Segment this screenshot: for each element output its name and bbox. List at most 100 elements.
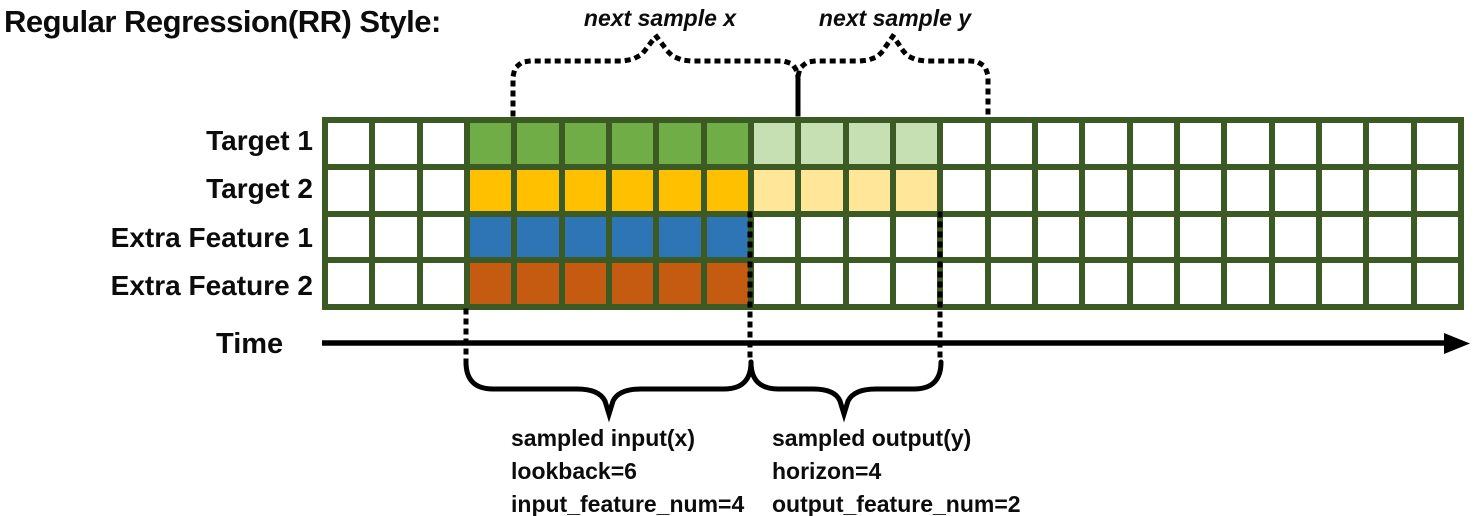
grid-cell — [1369, 169, 1411, 211]
grid-cell — [1321, 263, 1364, 304]
grid-cell — [564, 216, 606, 258]
grid-cell — [328, 169, 370, 211]
grid-cell — [753, 263, 796, 304]
grid-cell — [848, 216, 890, 258]
next-sample-x-label: next sample x — [583, 5, 737, 31]
row-label: Target 2 — [206, 173, 313, 205]
grid-cell — [1227, 263, 1269, 304]
grid-cell — [469, 123, 512, 164]
grid-cell — [517, 169, 559, 211]
grid-cell — [895, 216, 938, 258]
grid-cell — [990, 216, 1032, 258]
grid-cell — [753, 123, 796, 164]
grid-cell — [1416, 216, 1458, 258]
row-label: Target 1 — [206, 125, 313, 157]
grid-cell — [469, 216, 512, 258]
grid-cell — [1227, 123, 1269, 164]
sampled-input-caption: sampled input(x) lookback=6 input_featur… — [511, 422, 744, 516]
next-sample-y-brace — [795, 31, 991, 117]
grid-cell — [1321, 169, 1364, 211]
grid-cell — [375, 216, 417, 258]
grid-cell — [753, 216, 796, 258]
grid-cell — [1321, 216, 1364, 258]
grid-cell — [1037, 123, 1080, 164]
grid-cell — [1179, 216, 1222, 258]
grid-cell — [1274, 123, 1316, 164]
grid-cell — [895, 123, 938, 164]
grid-cell — [517, 263, 559, 304]
grid-cell — [990, 123, 1032, 164]
grid-cell — [422, 169, 464, 211]
grid-cell — [1132, 263, 1174, 304]
grid-cell — [375, 263, 417, 304]
grid-cell — [1274, 216, 1316, 258]
grid-cell — [659, 169, 701, 211]
grid-cell — [706, 216, 748, 258]
grid-cell — [1132, 123, 1174, 164]
grid-cell — [328, 216, 370, 258]
grid-cell — [1416, 123, 1458, 164]
grid-cell — [706, 123, 748, 164]
grid-cell — [611, 216, 654, 258]
next-sample-y-label: next sample y — [818, 5, 972, 31]
grid-cell — [1416, 169, 1458, 211]
grid-cell — [848, 123, 890, 164]
lookback-line: lookback=6 — [511, 458, 637, 484]
row-labels: Target 1 Target 2 Extra Feature 1 Extra Fea… — [0, 117, 313, 310]
grid-cell — [564, 123, 606, 164]
grid-cell — [611, 169, 654, 211]
output-feature-num-line: output_feature_num=2 — [772, 491, 1021, 516]
grid-cell — [1132, 216, 1174, 258]
time-axis-label: Time — [216, 328, 284, 360]
grid-cell — [1274, 169, 1316, 211]
grid-cell — [848, 263, 890, 304]
grid-cell — [943, 169, 985, 211]
grid-cell — [1179, 169, 1222, 211]
grid-cell — [517, 123, 559, 164]
grid-cell — [801, 263, 843, 304]
grid-cell — [1369, 123, 1411, 164]
grid-cell — [422, 123, 464, 164]
grid-cell — [895, 169, 938, 211]
row-label: Extra Feature 2 — [110, 269, 313, 301]
grid-cell — [328, 263, 370, 304]
grid-cell — [1369, 263, 1411, 304]
grid-cell — [1179, 263, 1222, 304]
grid-cell — [517, 216, 559, 258]
grid-cell — [801, 216, 843, 258]
sampled-output-brace — [748, 359, 944, 423]
grid-cell — [659, 216, 701, 258]
sample-grid — [322, 117, 1464, 310]
next-sample-x-brace — [510, 31, 801, 117]
grid-cell — [611, 123, 654, 164]
grid-cell — [943, 123, 985, 164]
grid-cell — [328, 123, 370, 164]
grid-cell — [990, 263, 1032, 304]
grid-cell — [422, 263, 464, 304]
grid-cell — [469, 169, 512, 211]
grid-cell — [706, 263, 748, 304]
grid-cell — [611, 263, 654, 304]
grid-cell — [1369, 216, 1411, 258]
input-feature-num-line: input_feature_num=4 — [511, 491, 745, 516]
grid-cell — [659, 263, 701, 304]
grid-cell — [943, 216, 985, 258]
grid-cell — [1037, 263, 1080, 304]
grid-cell — [375, 169, 417, 211]
grid-cell — [1085, 216, 1127, 258]
grid-cell — [1132, 169, 1174, 211]
sampled-output-line1: sampled output(y) — [772, 425, 972, 451]
grid-cell — [469, 263, 512, 304]
time-axis-arrowhead — [1444, 333, 1470, 354]
grid-cell — [564, 169, 606, 211]
sampled-input-brace — [463, 359, 754, 423]
grid-cell — [895, 263, 938, 304]
grid-cell — [801, 123, 843, 164]
grid-cell — [422, 216, 464, 258]
grid-cell — [1416, 263, 1458, 304]
sampled-input-line1: sampled input(x) — [511, 425, 696, 451]
horizon-line: horizon=4 — [772, 458, 882, 484]
row-label: Extra Feature 1 — [110, 221, 313, 253]
grid-cell — [1085, 123, 1127, 164]
